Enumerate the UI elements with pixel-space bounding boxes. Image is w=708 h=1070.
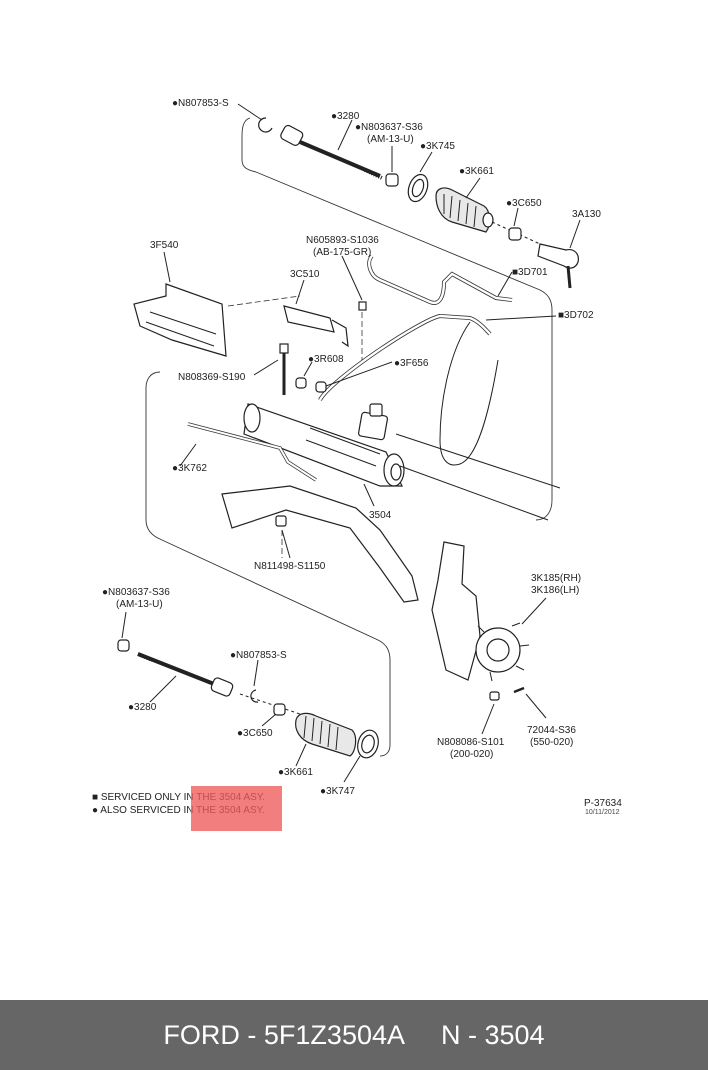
footer-reference: N - 3504 bbox=[441, 1019, 545, 1050]
fitting-3r608 bbox=[295, 377, 307, 389]
reference-number: P-37634 bbox=[584, 798, 622, 809]
retaining-ring-top bbox=[258, 117, 273, 133]
label-bolt-bracket-spec: (AB-175-GR) bbox=[313, 247, 371, 258]
label-jam-nut-bottom: ●N803637-S36 bbox=[102, 587, 170, 598]
clamp-bottom bbox=[357, 729, 379, 759]
bolt-bracket bbox=[358, 301, 367, 311]
reference-date: 10/11/2012 bbox=[585, 809, 620, 816]
jam-nut-top bbox=[385, 173, 399, 187]
label-cotter-pin: 72044-S36 bbox=[527, 725, 576, 736]
boot-bottom bbox=[295, 712, 357, 757]
label-fitting-3r608: ●3R608 bbox=[308, 354, 344, 365]
jam-nut-bottom bbox=[117, 639, 130, 652]
boot-top bbox=[435, 187, 494, 233]
label-nut-knuckle-spec: (200-020) bbox=[450, 749, 493, 760]
steering-knuckle bbox=[431, 541, 530, 682]
label-clamp-bottom: ●3K747 bbox=[320, 786, 355, 797]
nut-knuckle bbox=[489, 691, 500, 701]
legend-text: SERVICED ONLY IN THE 3504 ASY. bbox=[100, 792, 265, 803]
legend-text: ALSO SERVICED IN THE 3504 ASY. bbox=[100, 805, 265, 816]
label-boot-bottom: ●3K661 bbox=[278, 767, 313, 778]
label-clamp-top: ●3K745 bbox=[420, 141, 455, 152]
label-retaining-ring-bottom: ●N807853-S bbox=[230, 650, 287, 661]
label-line-3d701: ■3D701 bbox=[512, 267, 548, 278]
lower-group-outline bbox=[145, 371, 391, 757]
tube-3k762 bbox=[187, 422, 317, 482]
label-clamp-small-top: ●3C650 bbox=[506, 198, 542, 209]
label-nut-crossmember: N811498-S1150 bbox=[254, 561, 326, 572]
label-tie-rod-bottom: ●3280 bbox=[128, 702, 157, 713]
label-nut-knuckle: N808086-S101 bbox=[437, 737, 505, 748]
label-bolt-gear: N808369-S190 bbox=[178, 372, 246, 383]
label-jam-nut-top: ●N803637-S36 bbox=[355, 122, 423, 133]
cotter-pin bbox=[513, 686, 525, 694]
label-clamp-small-bottom: ●3C650 bbox=[237, 728, 273, 739]
legend-item-serviced-only: ■ SERVICED ONLY IN THE 3504 ASY. bbox=[92, 791, 265, 804]
footer-part-number: FORD - 5F1Z3504A bbox=[163, 1019, 405, 1050]
label-cotter-pin-spec: (550-020) bbox=[530, 737, 573, 748]
heat-shield bbox=[133, 283, 227, 357]
bracket bbox=[283, 305, 349, 348]
tie-rod-end bbox=[537, 243, 579, 289]
retaining-ring-bottom bbox=[250, 689, 259, 703]
label-tie-rod-end: 3A130 bbox=[572, 209, 601, 220]
label-fitting-3f656: ●3F656 bbox=[394, 358, 429, 369]
square-bullet-icon: ■ bbox=[92, 792, 99, 803]
steering-gear-assembly bbox=[243, 403, 561, 521]
label-line-3d702: ■3D702 bbox=[558, 310, 594, 321]
clamp-small-bottom bbox=[273, 703, 286, 716]
bolt-gear bbox=[279, 343, 289, 395]
label-tube-3k762: ●3K762 bbox=[172, 463, 207, 474]
label-boot-top: ●3K661 bbox=[459, 166, 494, 177]
tie-rod-bottom bbox=[137, 652, 234, 697]
label-bolt-bracket: N605893-S1036 bbox=[306, 235, 379, 246]
nut-crossmember bbox=[275, 515, 287, 527]
crossmember bbox=[221, 485, 419, 603]
steering-gear-diagram: ●N807853-S ●3280 ●N803637-S36 (AM-13-U) … bbox=[102, 98, 601, 797]
label-heat-shield: 3F540 bbox=[150, 240, 179, 251]
upper-group-outline bbox=[241, 117, 553, 521]
label-jam-nut-top-spec: (AM-13-U) bbox=[367, 134, 414, 145]
clamp-small-top bbox=[508, 227, 522, 241]
clamp-top bbox=[407, 173, 429, 203]
label-gear-assy: 3504 bbox=[369, 510, 392, 521]
legend: ■ SERVICED ONLY IN THE 3504 ASY. ● ALSO … bbox=[92, 791, 265, 817]
label-retaining-ring-top: ●N807853-S bbox=[172, 98, 229, 109]
legend-item-also-serviced: ● ALSO SERVICED IN THE 3504 ASY. bbox=[92, 804, 265, 817]
label-knuckle-rh: 3K185(RH) bbox=[531, 573, 581, 584]
circle-bullet-icon: ● bbox=[92, 805, 99, 816]
tie-rod-top bbox=[280, 124, 383, 180]
pressure-lines bbox=[318, 254, 513, 466]
label-jam-nut-bottom-spec: (AM-13-U) bbox=[116, 599, 163, 610]
fitting-3f656 bbox=[315, 381, 327, 393]
label-bracket: 3C510 bbox=[290, 269, 320, 280]
label-tie-rod-top: ●3280 bbox=[331, 111, 360, 122]
label-knuckle-lh: 3K186(LH) bbox=[531, 585, 579, 596]
highlight-overlay bbox=[191, 786, 282, 831]
footer-bar: FORD - 5F1Z3504A N - 3504 bbox=[0, 1000, 708, 1070]
